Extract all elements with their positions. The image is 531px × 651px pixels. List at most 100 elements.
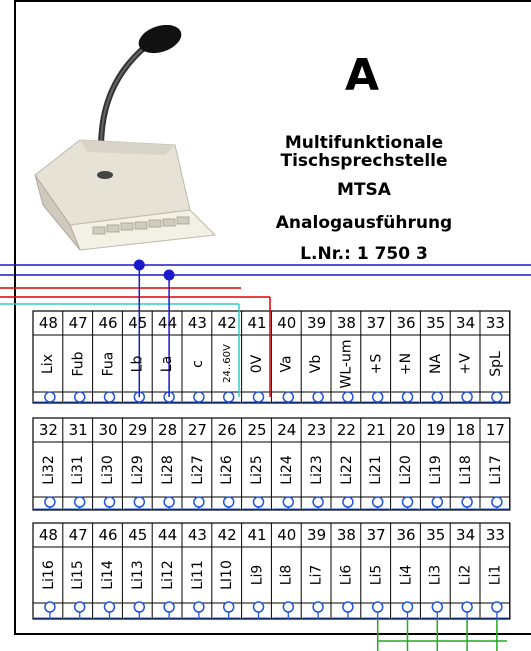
terminal-label-cell: Vb: [302, 335, 331, 392]
terminal-number: 41: [247, 526, 267, 544]
frame-top: [14, 0, 16, 270]
terminal-connector: [44, 601, 56, 613]
terminal-label-cell: Li20: [392, 442, 421, 497]
terminal-label-cell: Li26: [213, 442, 242, 497]
terminal-label: Li27: [189, 454, 206, 485]
terminal-label-cell: La: [153, 335, 182, 392]
frame-bottom: [14, 633, 531, 635]
module-part-number: L.Nr.: 1 750 3: [300, 244, 428, 264]
terminal-label: Li9: [248, 564, 265, 586]
terminal-label: Li13: [129, 560, 146, 590]
terminal-label-cell: Li27: [183, 442, 212, 497]
terminal-connector: [312, 496, 324, 508]
terminal-label: Li31: [70, 454, 87, 485]
terminal-connector: [461, 391, 473, 403]
terminal-label: Li20: [397, 454, 414, 485]
terminal-number: 36: [396, 314, 416, 332]
terminal-number: 31: [68, 421, 88, 439]
terminal-label: c: [189, 359, 206, 368]
terminal-label-cell: c: [183, 335, 212, 392]
terminal-number: 36: [396, 526, 416, 544]
terminal-label-cell: Li24: [272, 442, 301, 497]
terminal-label: NA: [427, 353, 444, 374]
terminal-label: Li22: [338, 454, 355, 485]
terminal-connector: [342, 496, 354, 508]
terminal-number: 29: [128, 421, 148, 439]
terminal-label-cell: Fub: [64, 335, 93, 392]
terminal-label-cell: Li19: [421, 442, 450, 497]
terminal-label-cell: Li11: [183, 547, 212, 603]
module-name-line-2: Tischsprechstelle: [280, 151, 448, 171]
terminal-label: Fua: [99, 351, 116, 376]
terminal-label: Li28: [159, 454, 176, 485]
terminal-number: 21: [366, 421, 386, 439]
terminal-number: 20: [396, 421, 416, 439]
terminal-number: 39: [307, 526, 327, 544]
terminal-number: 42: [217, 314, 237, 332]
terminal-label-cell: Li23: [302, 442, 331, 497]
terminal-label: Li21: [368, 454, 385, 485]
module-code: MTSA: [337, 180, 391, 200]
terminal-label: Li2: [457, 564, 474, 586]
terminal-label: Li29: [129, 454, 146, 485]
terminal-label: SpL: [487, 350, 504, 377]
terminal-connector: [103, 391, 116, 403]
terminal-label: Lb: [129, 355, 146, 372]
terminal-number: 18: [456, 421, 476, 439]
terminal-label-cell: Li4: [392, 547, 421, 603]
terminal-label: 0V: [248, 354, 265, 373]
terminal-connector: [371, 391, 384, 403]
terminal-label-cell: NA: [421, 335, 450, 392]
terminal-label-cell: Li7: [302, 547, 331, 603]
terminal-number: 46: [98, 526, 118, 544]
terminal-label-cell: WL-um: [332, 335, 361, 392]
terminal-number: 46: [98, 314, 118, 332]
terminal-label: Li12: [159, 560, 176, 590]
terminal-label-cell: Li31: [64, 442, 93, 497]
terminal-label-cell: Li17: [481, 442, 510, 497]
terminal-label: +V: [457, 352, 474, 375]
terminal-number: 47: [68, 526, 88, 544]
terminal-label-cell: Li9: [243, 547, 272, 603]
terminal-number: 28: [158, 421, 178, 439]
terminal-connector: [103, 601, 116, 613]
terminal-connector: [252, 601, 265, 613]
terminal-label: Va: [278, 354, 295, 373]
frame-left-lower: [14, 280, 16, 635]
terminal-label: Li8: [278, 564, 295, 586]
terminal-number: 41: [247, 314, 267, 332]
terminal-number: 34: [456, 526, 476, 544]
terminal-number: 37: [366, 314, 386, 332]
terminal-connector: [44, 391, 56, 403]
terminal-label-cell: Li1: [481, 547, 510, 603]
terminal-connector: [222, 391, 235, 403]
module-variant: Analogausführung: [275, 213, 453, 233]
terminal-number: 48: [38, 526, 58, 544]
terminal-label-cell: Li12: [153, 547, 182, 603]
terminal-label-cell: Li32: [34, 442, 63, 497]
terminal-label: La: [159, 355, 176, 372]
terminal-label-cell: Lix: [34, 335, 63, 392]
terminal-connector: [431, 601, 444, 613]
junction-dot-la: [163, 269, 175, 281]
terminal-connector: [193, 496, 205, 508]
terminal-number: 43: [187, 314, 207, 332]
terminal-label-cell: Lb: [123, 335, 152, 392]
terminal-connector: [103, 496, 116, 508]
terminal-label-cell: Li28: [153, 442, 182, 497]
terminal-label: Li1: [487, 564, 504, 586]
terminal-number: 32: [38, 421, 58, 439]
terminal-label: Li5: [368, 564, 385, 586]
terminal-connector: [282, 391, 295, 403]
terminal-number: 44: [158, 526, 178, 544]
terminal-label-cell: Li25: [243, 442, 272, 497]
terminal-label: Li32: [40, 454, 57, 485]
terminal-number: 40: [277, 314, 297, 332]
terminal-connector: [461, 496, 473, 508]
terminal-label: Li24: [278, 454, 295, 485]
module-letter: A: [344, 50, 380, 101]
terminal-connector: [133, 601, 146, 613]
terminal-connector: [431, 496, 444, 508]
